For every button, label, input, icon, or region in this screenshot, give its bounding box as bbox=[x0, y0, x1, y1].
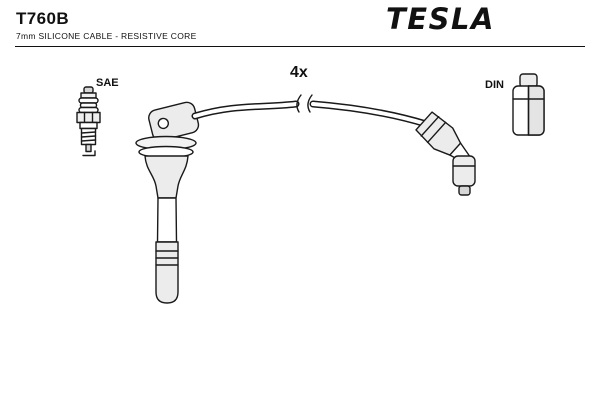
din-standard-label: DIN bbox=[485, 79, 504, 91]
brand-logo: TESLA bbox=[386, 2, 495, 36]
din-terminal-icon bbox=[512, 73, 545, 136]
cable-drawing bbox=[191, 94, 430, 128]
sae-standard-label: SAE bbox=[96, 77, 119, 89]
coil-boot-drawing bbox=[135, 101, 200, 304]
header-divider bbox=[15, 46, 585, 47]
cable-spec-subtitle: 7mm SILICONE CABLE - RESISTIVE CORE bbox=[16, 31, 197, 41]
part-number: T760B bbox=[16, 9, 70, 28]
quantity-label: 4x bbox=[290, 64, 308, 81]
distributor-boot-drawing bbox=[415, 111, 476, 196]
spark-plug-icon bbox=[76, 86, 101, 157]
cable-break-icon bbox=[296, 94, 313, 113]
